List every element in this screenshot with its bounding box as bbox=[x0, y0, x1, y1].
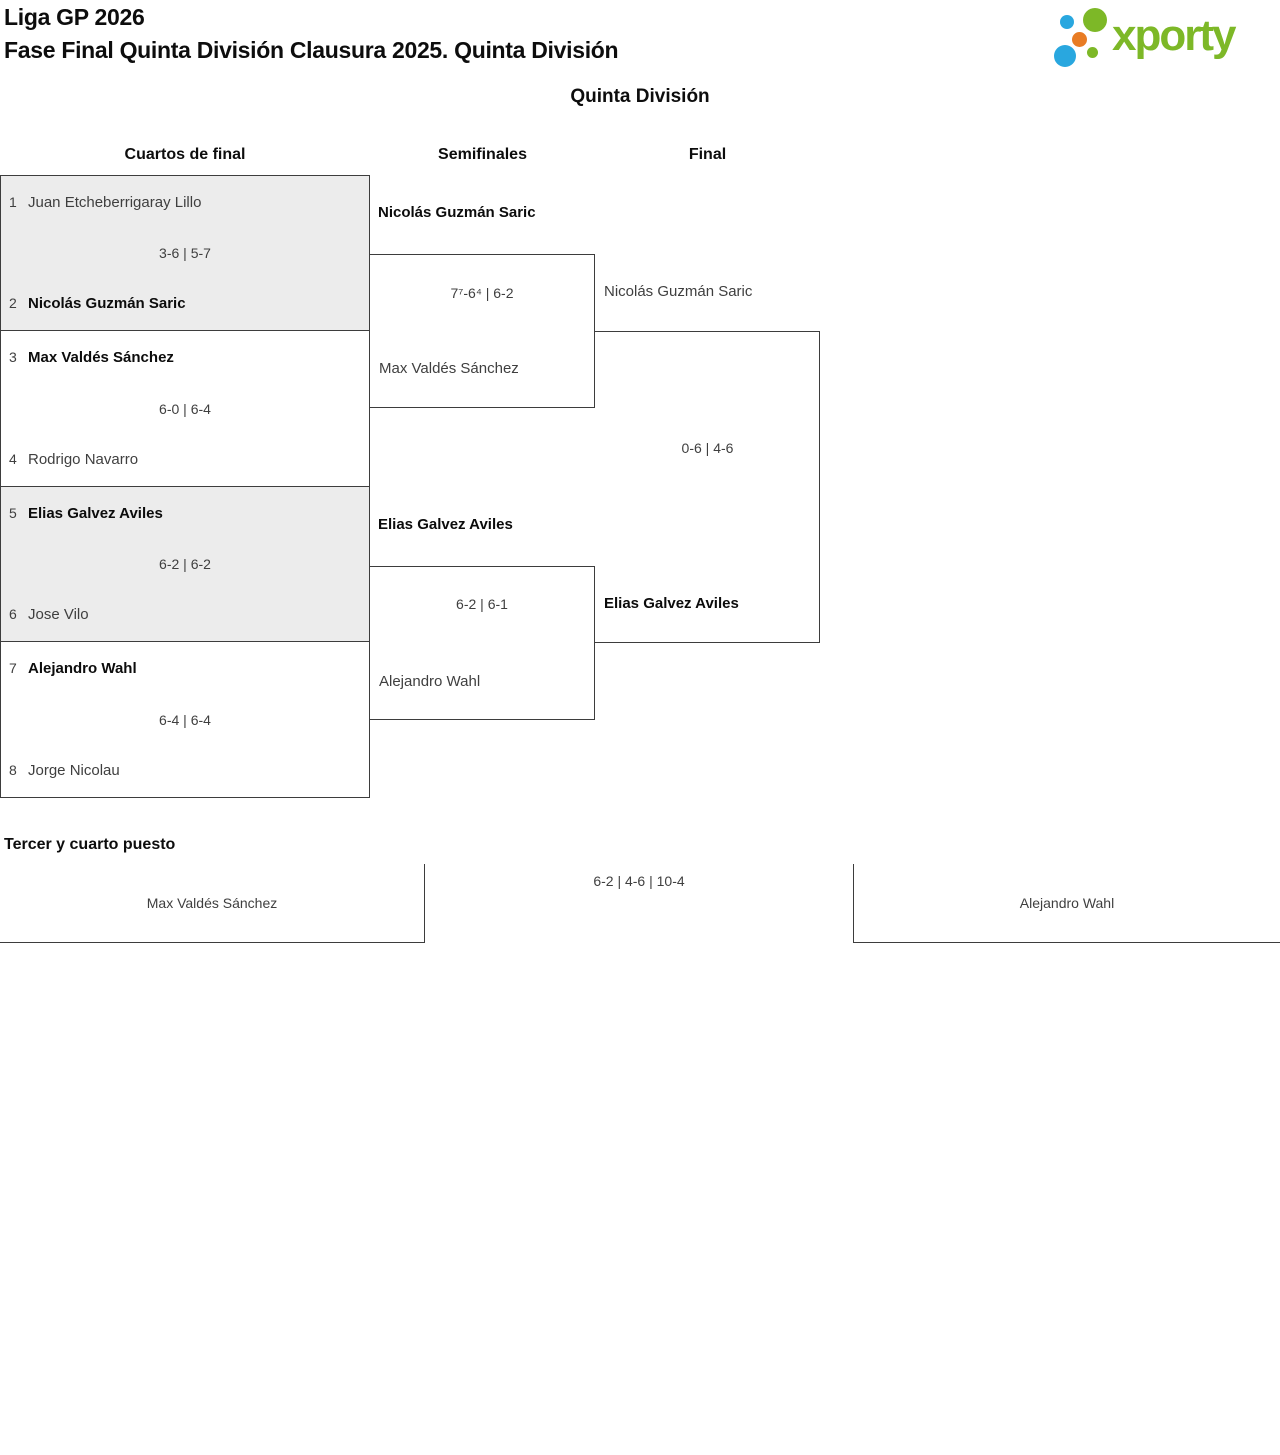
player-name: Max Valdés Sánchez bbox=[379, 360, 519, 377]
player-seed: 5 bbox=[9, 505, 17, 521]
player-seed: 1 bbox=[9, 194, 17, 210]
player-seed: 3 bbox=[9, 349, 17, 365]
phase-title: Fase Final Quinta División Clausura 2025… bbox=[4, 37, 619, 63]
logo-dot-icon bbox=[1060, 15, 1074, 29]
player-name: Nicolás Guzmán Saric bbox=[378, 204, 536, 221]
match-score: 6-2 | 6-2 bbox=[159, 556, 211, 572]
qf-match-3: 5 Elias Galvez Aviles 6-2 | 6-2 6 Jose V… bbox=[0, 486, 370, 642]
round-header-quarterfinals: Cuartos de final bbox=[124, 146, 246, 163]
player-name: Max Valdés Sánchez bbox=[146, 895, 278, 911]
player-seed: 2 bbox=[9, 295, 17, 311]
logo-dot-icon bbox=[1087, 47, 1098, 58]
player-name: Alejandro Wahl bbox=[1019, 895, 1115, 911]
player-row: 3 Max Valdés Sánchez bbox=[9, 349, 361, 366]
player-name: Alejandro Wahl bbox=[379, 673, 481, 690]
player-name: Elias Galvez Aviles bbox=[604, 595, 739, 612]
player-seed: 4 bbox=[9, 451, 17, 467]
player-name: Alejandro Wahl bbox=[28, 660, 137, 677]
event-title: Liga GP 2026 bbox=[4, 4, 145, 30]
player-row: 4 Rodrigo Navarro bbox=[9, 451, 361, 468]
round-header-semifinals: Semifinales bbox=[438, 146, 527, 163]
qf-match-4: 7 Alejandro Wahl 6-4 | 6-4 8 Jorge Nicol… bbox=[0, 641, 370, 798]
qf-match-1: 1 Juan Etcheberrigaray Lillo 3-6 | 5-7 2… bbox=[0, 175, 370, 331]
third-place-player-1-box: Max Valdés Sánchez bbox=[0, 864, 425, 943]
player-seed: 8 bbox=[9, 762, 17, 778]
logo-dot-icon bbox=[1072, 32, 1087, 47]
player-row: 2 Nicolás Guzmán Saric bbox=[9, 295, 361, 312]
sf-match-2-box bbox=[369, 566, 595, 720]
round-header-final: Final bbox=[688, 146, 727, 163]
final-match-box bbox=[595, 331, 820, 643]
player-name: Nicolás Guzmán Saric bbox=[604, 283, 753, 300]
player-name: Nicolás Guzmán Saric bbox=[28, 295, 186, 312]
sf-match-1-box bbox=[369, 254, 595, 408]
player-name: Max Valdés Sánchez bbox=[28, 349, 174, 366]
match-score: 3-6 | 5-7 bbox=[159, 245, 211, 261]
logo-dot-icon bbox=[1054, 45, 1076, 67]
player-seed: 7 bbox=[9, 660, 17, 676]
player-row: 1 Juan Etcheberrigaray Lillo bbox=[9, 194, 361, 211]
match-score: 0-6 | 4-6 bbox=[681, 440, 734, 456]
player-name: Elias Galvez Aviles bbox=[28, 505, 163, 522]
player-row: 8 Jorge Nicolau bbox=[9, 762, 361, 779]
match-score: 7⁷-6⁴ | 6-2 bbox=[450, 285, 514, 301]
player-name: Elias Galvez Aviles bbox=[378, 516, 513, 533]
third-place-player-2-box: Alejandro Wahl bbox=[853, 864, 1280, 943]
match-score: 6-2 | 6-1 bbox=[456, 596, 508, 612]
match-score: 6-0 | 6-4 bbox=[159, 400, 211, 417]
player-row: 5 Elias Galvez Aviles bbox=[9, 505, 361, 522]
match-score: 6-2 | 4-6 | 10-4 bbox=[593, 873, 685, 889]
logo-dot-icon bbox=[1083, 8, 1107, 32]
qf-match-2: 3 Max Valdés Sánchez 6-0 | 6-4 4 Rodrigo… bbox=[0, 330, 370, 487]
player-row: 7 Alejandro Wahl bbox=[9, 660, 361, 677]
player-seed: 6 bbox=[9, 606, 17, 622]
player-name: Juan Etcheberrigaray Lillo bbox=[28, 194, 202, 211]
third-place-title: Tercer y cuarto puesto bbox=[4, 836, 176, 853]
player-row: 6 Jose Vilo bbox=[9, 606, 361, 623]
match-score: 6-4 | 6-4 bbox=[159, 711, 211, 728]
xporty-logo[interactable]: xporty bbox=[1046, 4, 1276, 70]
player-name: Jorge Nicolau bbox=[28, 762, 120, 779]
player-name: Rodrigo Navarro bbox=[28, 451, 139, 468]
logo-wordmark: xporty bbox=[1112, 11, 1236, 60]
player-name: Jose Vilo bbox=[28, 606, 89, 623]
category-title: Quinta División bbox=[570, 86, 710, 107]
